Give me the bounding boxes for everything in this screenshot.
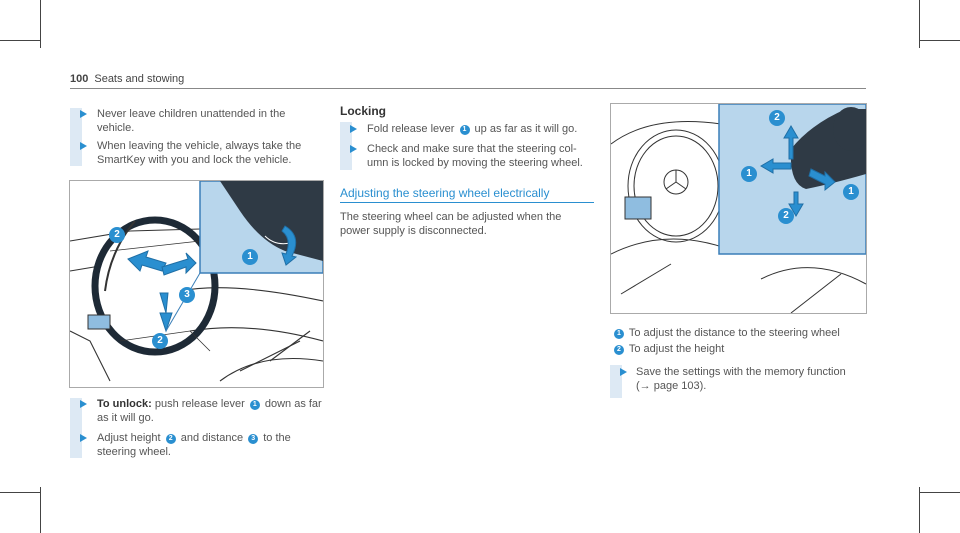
- bullet-arrow-icon: [620, 368, 627, 376]
- callout-1-right: 1: [843, 184, 859, 200]
- check-step: Check and make sure that the steering co…: [367, 143, 583, 169]
- crop-mark: [919, 487, 920, 533]
- section-subheading: Adjusting the steering wheel electricall…: [340, 186, 550, 200]
- legend-item: 2 To adjust the height: [612, 341, 840, 357]
- adjust-step: Adjust height 2 and distance 3 to the st…: [97, 432, 291, 458]
- fold-step: Fold release lever 1 up as far as it wil…: [367, 123, 578, 135]
- crop-mark: [919, 0, 920, 48]
- bullet-arrow-icon: [80, 400, 87, 408]
- bullet-arrow-icon: [80, 142, 87, 150]
- callout-2-top: 2: [109, 227, 125, 243]
- highlight-bar: [610, 365, 622, 398]
- electric-steering-adjust-figure: 2 1 1 2: [610, 103, 867, 314]
- section-title: Seats and stowing: [94, 73, 185, 85]
- unlock-step: To unlock: push release lever 1 down as …: [97, 398, 322, 424]
- bullet-arrow-icon: [80, 110, 87, 118]
- highlight-bar: [70, 398, 82, 458]
- steering-wheel-illustration: [70, 181, 323, 382]
- callout-2-top: 2: [769, 110, 785, 126]
- header-rule: [70, 88, 866, 89]
- steering-column-lever-figure: 1 2 3 2: [69, 180, 324, 388]
- crop-mark: [0, 492, 40, 493]
- callout-ref-1: 1: [459, 125, 470, 135]
- figure-legend: 1 To adjust the distance to the steering…: [612, 325, 840, 357]
- page-reference-link[interactable]: (→ page 103).: [636, 380, 707, 392]
- callout-3: 3: [179, 287, 195, 303]
- callout-ref-3: 3: [248, 434, 259, 444]
- crop-mark: [40, 0, 41, 48]
- warning-step-children: Never leave children unattended in the v…: [97, 108, 286, 134]
- highlight-bar: [70, 108, 82, 166]
- subheading-rule: [340, 202, 594, 203]
- warning-step-smartkey: When leaving the vehicle, always take th…: [97, 140, 302, 166]
- bullet-arrow-icon: [350, 125, 357, 133]
- crop-mark: [40, 487, 41, 533]
- callout-2-bottom: 2: [778, 208, 794, 224]
- callout-ref-2: 2: [165, 434, 176, 444]
- bullet-arrow-icon: [80, 434, 87, 442]
- locking-heading: Locking: [340, 104, 387, 118]
- page-header: 100 Seats and stowing: [70, 73, 184, 85]
- crop-mark: [0, 40, 40, 41]
- callout-1-left: 1: [741, 166, 757, 182]
- callout-2-bottom: 2: [152, 333, 168, 349]
- highlight-bar: [340, 122, 352, 170]
- legend-item: 1 To adjust the distance to the steering…: [612, 325, 840, 341]
- save-step: Save the settings with the memory functi…: [636, 366, 846, 392]
- bullet-arrow-icon: [350, 145, 357, 153]
- crop-mark: [920, 40, 960, 41]
- page-number: 100: [70, 73, 89, 85]
- steering-wheel-illustration: [611, 104, 866, 313]
- crop-mark: [920, 492, 960, 493]
- callout-ref-1: 1: [249, 400, 260, 410]
- body-paragraph: The steering wheel can be adjusted when …: [340, 211, 562, 237]
- callout-1: 1: [242, 249, 258, 265]
